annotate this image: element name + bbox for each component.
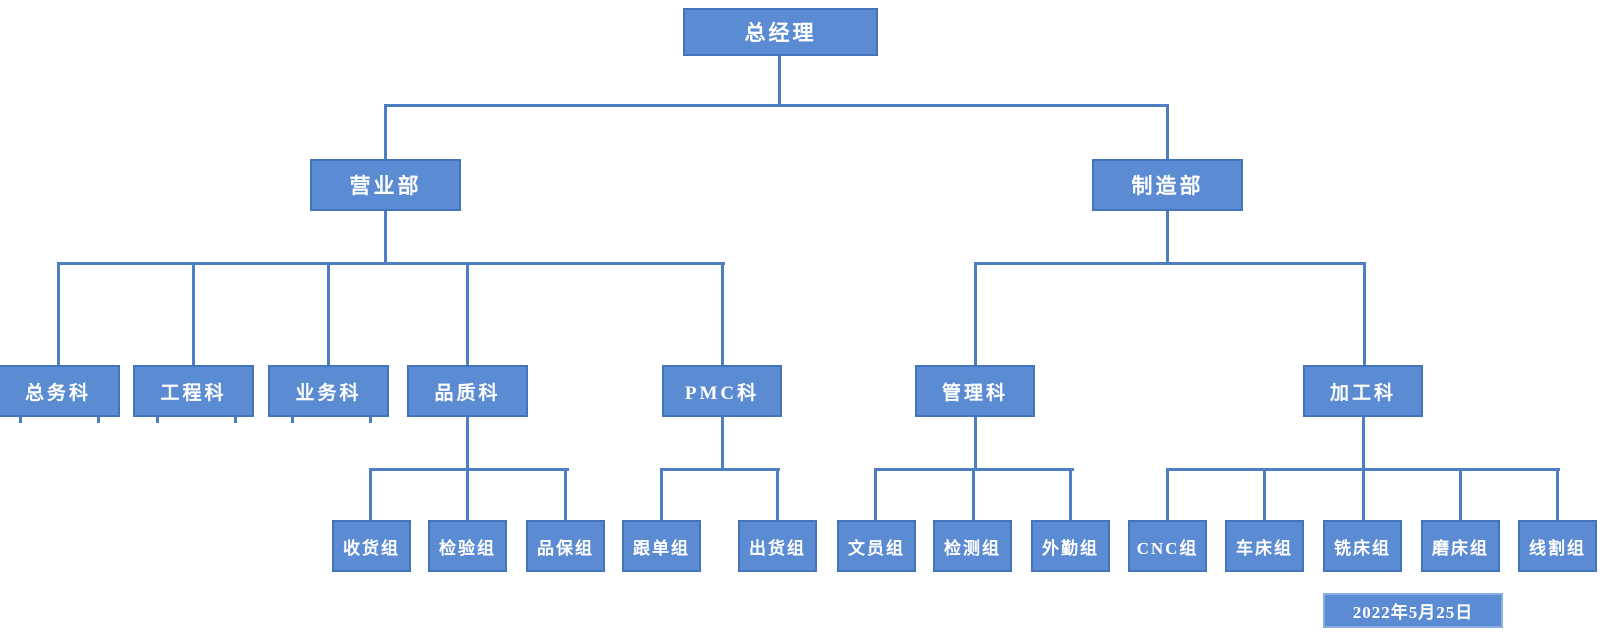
node-team-lathe: 车床组	[1225, 520, 1304, 572]
connector	[192, 262, 195, 366]
connector	[660, 468, 780, 471]
connector	[564, 468, 567, 521]
connector-stub	[19, 416, 22, 423]
connector	[974, 262, 977, 366]
connector	[874, 468, 877, 521]
connector	[466, 468, 469, 521]
connector	[1363, 262, 1366, 366]
node-dept-sales: 营业部	[310, 159, 461, 211]
connector	[1362, 416, 1365, 471]
node-team-inspection: 检验组	[428, 520, 507, 572]
connector	[384, 210, 387, 265]
connector	[384, 104, 387, 160]
node-sec-machining: 加工科	[1303, 365, 1423, 417]
connector	[1166, 104, 1169, 160]
node-sec-general-affairs: 总务科	[0, 365, 120, 417]
connector	[327, 262, 330, 366]
node-team-field-work: 外勤组	[1031, 520, 1110, 572]
connector	[57, 262, 725, 265]
connector	[721, 416, 724, 471]
node-team-quality-assurance: 品保组	[526, 520, 605, 572]
node-sec-pmc: PMC科	[662, 365, 782, 417]
connector-stub	[234, 416, 237, 423]
connector	[660, 468, 663, 521]
connector	[369, 468, 372, 521]
date-label: 2022年5月25日	[1323, 593, 1503, 628]
node-sec-engineering: 工程科	[133, 365, 254, 417]
connector	[384, 104, 1169, 107]
connector	[1069, 468, 1072, 521]
connector-stub	[97, 416, 100, 423]
connector-stub	[369, 416, 372, 423]
node-team-milling: 铣床组	[1323, 520, 1402, 572]
connector	[972, 468, 975, 521]
connector-stub	[291, 416, 294, 423]
node-team-cnc: CNC组	[1128, 520, 1207, 572]
connector	[466, 416, 469, 471]
connector	[1459, 468, 1462, 521]
connector	[776, 468, 779, 521]
node-team-shipping: 出货组	[738, 520, 817, 572]
connector	[1166, 210, 1169, 265]
connector	[1263, 468, 1266, 521]
connector	[369, 468, 569, 471]
node-sec-quality: 品质科	[407, 365, 528, 417]
connector	[974, 416, 977, 471]
connector	[721, 262, 724, 366]
connector	[778, 55, 781, 106]
node-team-grinding: 磨床组	[1421, 520, 1500, 572]
node-team-receiving: 收货组	[332, 520, 411, 572]
node-team-wire-cutting: 线割组	[1518, 520, 1597, 572]
node-team-testing: 检测组	[933, 520, 1012, 572]
connector	[974, 262, 1366, 265]
connector	[1556, 468, 1559, 521]
node-sec-management: 管理科	[915, 365, 1035, 417]
node-general-manager: 总经理	[683, 8, 878, 56]
connector	[466, 262, 469, 366]
node-sec-business: 业务科	[268, 365, 389, 417]
connector	[1166, 468, 1169, 521]
connector-stub	[156, 416, 159, 423]
node-team-clerk: 文员组	[837, 520, 916, 572]
node-team-order-following: 跟单组	[622, 520, 701, 572]
node-dept-manufacturing: 制造部	[1092, 159, 1243, 211]
connector	[57, 262, 60, 366]
connector	[1362, 468, 1365, 521]
